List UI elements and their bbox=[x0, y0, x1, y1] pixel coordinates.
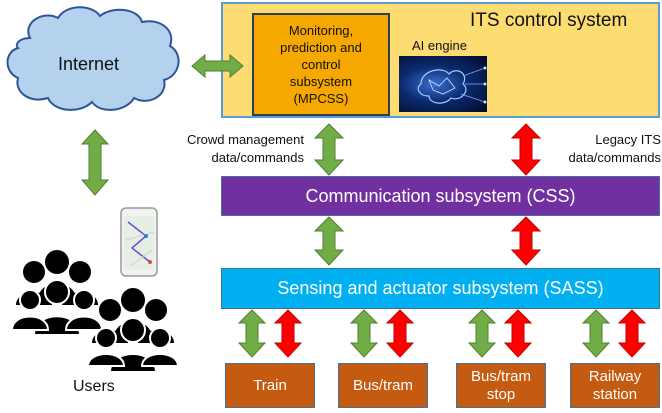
css-sass-green-arrow bbox=[313, 216, 345, 266]
bus-tram-stop-label: Bus/tram stop bbox=[470, 367, 531, 403]
legacy-its-label: Legacy ITS data/commands bbox=[568, 132, 662, 165]
mpcss-box: Monitoring, prediction and control subsy… bbox=[252, 13, 390, 116]
ai-engine-brain-icon bbox=[417, 66, 487, 104]
internet-cloud bbox=[6, 6, 180, 111]
its-css-red-arrow bbox=[510, 123, 542, 176]
station-red-arrow bbox=[617, 309, 647, 358]
stop-red-arrow bbox=[503, 309, 533, 358]
train-red-arrow bbox=[273, 309, 303, 358]
railway-station-label: Railway station bbox=[588, 367, 642, 403]
bus-red-arrow bbox=[385, 309, 415, 358]
train-green-arrow bbox=[237, 309, 267, 358]
communication-subsystem-box: Communication subsystem (CSS) bbox=[221, 176, 660, 216]
station-green-arrow bbox=[581, 309, 611, 358]
users-group-icon-2 bbox=[86, 288, 180, 373]
internet-users-arrow bbox=[80, 129, 110, 196]
bus-green-arrow bbox=[349, 309, 379, 358]
users-group-icon bbox=[10, 250, 104, 336]
sass-endpoint-arrows bbox=[237, 309, 647, 358]
sensing-actuator-subsystem-box: Sensing and actuator subsystem (SASS) bbox=[221, 268, 660, 309]
crowd-management-label: Crowd management data/commands bbox=[186, 132, 304, 165]
internet-label: Internet bbox=[58, 54, 120, 74]
internet-its-arrow bbox=[191, 53, 244, 79]
smartphone-map-icon bbox=[120, 207, 158, 277]
bus-tram-stop-box: Bus/tram stop bbox=[456, 363, 546, 408]
stop-green-arrow bbox=[467, 309, 497, 358]
its-control-system-title: ITS control system bbox=[470, 10, 628, 31]
train-label: Train bbox=[253, 377, 287, 394]
bus-tram-box: Bus/tram bbox=[338, 363, 428, 408]
ai-engine-image bbox=[399, 56, 487, 112]
bus-tram-label: Bus/tram bbox=[352, 377, 413, 394]
sass-label: Sensing and actuator subsystem (SASS) bbox=[277, 278, 604, 298]
mpcss-label: Monitoring, prediction and control subsy… bbox=[280, 23, 362, 106]
its-css-green-arrow bbox=[313, 123, 345, 176]
css-label: Communication subsystem (CSS) bbox=[305, 185, 576, 206]
ai-engine-label: AI engine bbox=[412, 38, 467, 53]
railway-station-box: Railway station bbox=[570, 363, 660, 408]
css-sass-red-arrow bbox=[510, 216, 542, 266]
users-label: Users bbox=[73, 378, 115, 395]
train-box: Train bbox=[225, 363, 315, 408]
